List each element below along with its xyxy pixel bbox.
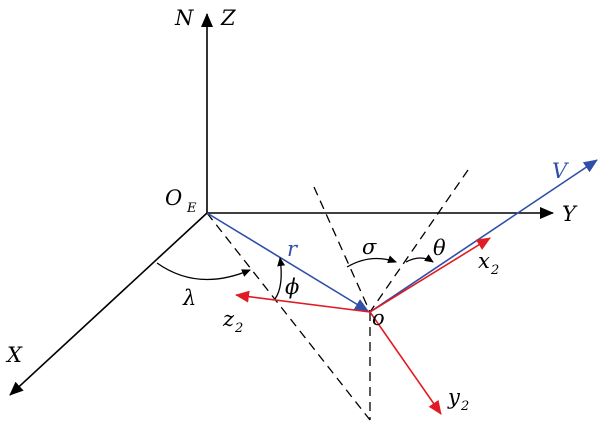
- label-y2: y: [447, 385, 461, 409]
- label-x2: x: [478, 249, 490, 273]
- label-y: Y: [562, 202, 578, 226]
- body-axis-y2: [369, 311, 442, 415]
- dashed-left-line: [313, 186, 371, 313]
- theta-arc: [405, 254, 434, 263]
- label-x: X: [5, 343, 23, 367]
- label-r: r: [287, 237, 299, 261]
- x-axis: [9, 212, 208, 396]
- position-vector-r: [206, 212, 369, 312]
- lambda-arc: [156, 262, 251, 281]
- label-o-body: o: [372, 306, 385, 330]
- label-origin-o: O: [165, 186, 182, 210]
- body-axis-z2: [235, 290, 371, 313]
- label-v: V: [552, 159, 569, 183]
- sigma-arc: [346, 255, 397, 268]
- label-z2: z: [222, 307, 235, 331]
- label-x2-subscript: 2: [490, 263, 499, 278]
- phi-arc: [274, 257, 286, 300]
- label-origin-subscript: E: [186, 201, 197, 216]
- label-z: Z: [220, 6, 236, 30]
- label-z2-subscript: 2: [234, 321, 243, 336]
- velocity-vector-v: [369, 159, 598, 313]
- label-y2-subscript: 2: [460, 399, 469, 414]
- label-lambda: λ: [182, 286, 196, 310]
- label-phi: ϕ: [285, 275, 299, 299]
- dashed-right-line: [369, 169, 469, 313]
- label-n: N: [174, 6, 194, 30]
- label-theta: θ: [433, 236, 446, 260]
- body-axis-x2: [369, 237, 491, 313]
- label-sigma: σ: [362, 235, 377, 259]
